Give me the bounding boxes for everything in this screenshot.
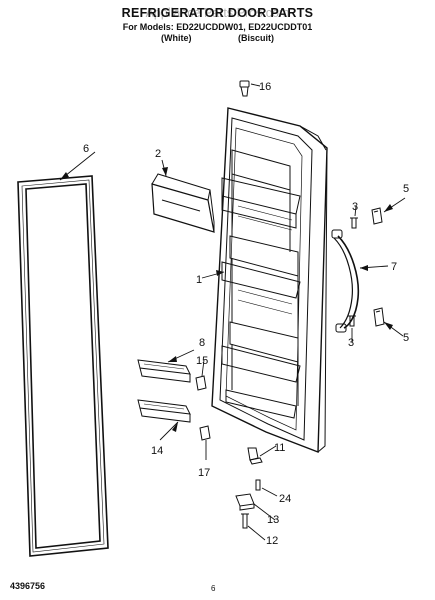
callout-6: 6 [83, 143, 89, 155]
callout-7: 7 [391, 261, 397, 273]
handle-screw-bottom [348, 315, 356, 327]
shelf-trim-upper [137, 359, 191, 383]
hinge-mounting-screw [241, 513, 249, 529]
callout-16: 16 [259, 81, 271, 93]
callout-2: 2 [155, 148, 161, 160]
callout-1: 1 [196, 274, 202, 286]
watermark: Appliance Parts Pros.com [145, 6, 290, 20]
model-list: For Models: ED22UCDDW01, ED22UCDDT01 [122, 22, 313, 32]
door-handle [331, 229, 360, 333]
page-title: REFRIGERATOR DOOR PARTS [121, 6, 314, 20]
dairy-compartment-door [151, 173, 215, 233]
callout-11: 11 [274, 442, 285, 454]
door-gasket [17, 175, 109, 557]
door-assembly [211, 107, 328, 454]
leader-arrowheads [60, 167, 393, 432]
trim-clip-lower [199, 425, 211, 441]
callout-5-bottom: 5 [403, 332, 409, 344]
callout-17: 17 [198, 467, 210, 479]
hinge-bushing [247, 447, 263, 465]
trim-clip-upper [195, 375, 207, 391]
document-part-number: 4396756 [10, 581, 46, 591]
shelf-trim-lower [137, 399, 191, 423]
callout-15: 15 [196, 355, 208, 367]
color-biscuit: (Biscuit) [238, 33, 274, 43]
callout-13: 13 [267, 514, 279, 526]
callout-14: 14 [151, 445, 163, 457]
callout-labels: 6 2 1 3 3 5 5 7 8 15 14 17 11 24 13 12 1… [83, 81, 409, 547]
callout-3-bottom: 3 [348, 337, 354, 349]
callout-8: 8 [199, 337, 205, 349]
handle-screw-top [350, 217, 358, 229]
page-number: 6 [211, 584, 216, 593]
callout-5-top: 5 [403, 183, 409, 195]
door-top-cap [239, 80, 250, 97]
callout-24: 24 [279, 493, 291, 505]
color-white: (White) [160, 33, 192, 43]
bottom-hinge-bracket [235, 493, 255, 511]
handle-cap-top [371, 207, 383, 225]
callout-3-top: 3 [352, 201, 358, 213]
handle-cap-bottom [373, 307, 385, 327]
header: REFRIGERATOR DOOR PARTS For Models: ED22… [0, 6, 435, 44]
callout-12: 12 [266, 535, 278, 547]
color-list: (White) (Biscuit) [0, 33, 435, 44]
hinge-pin-screw [255, 479, 261, 491]
